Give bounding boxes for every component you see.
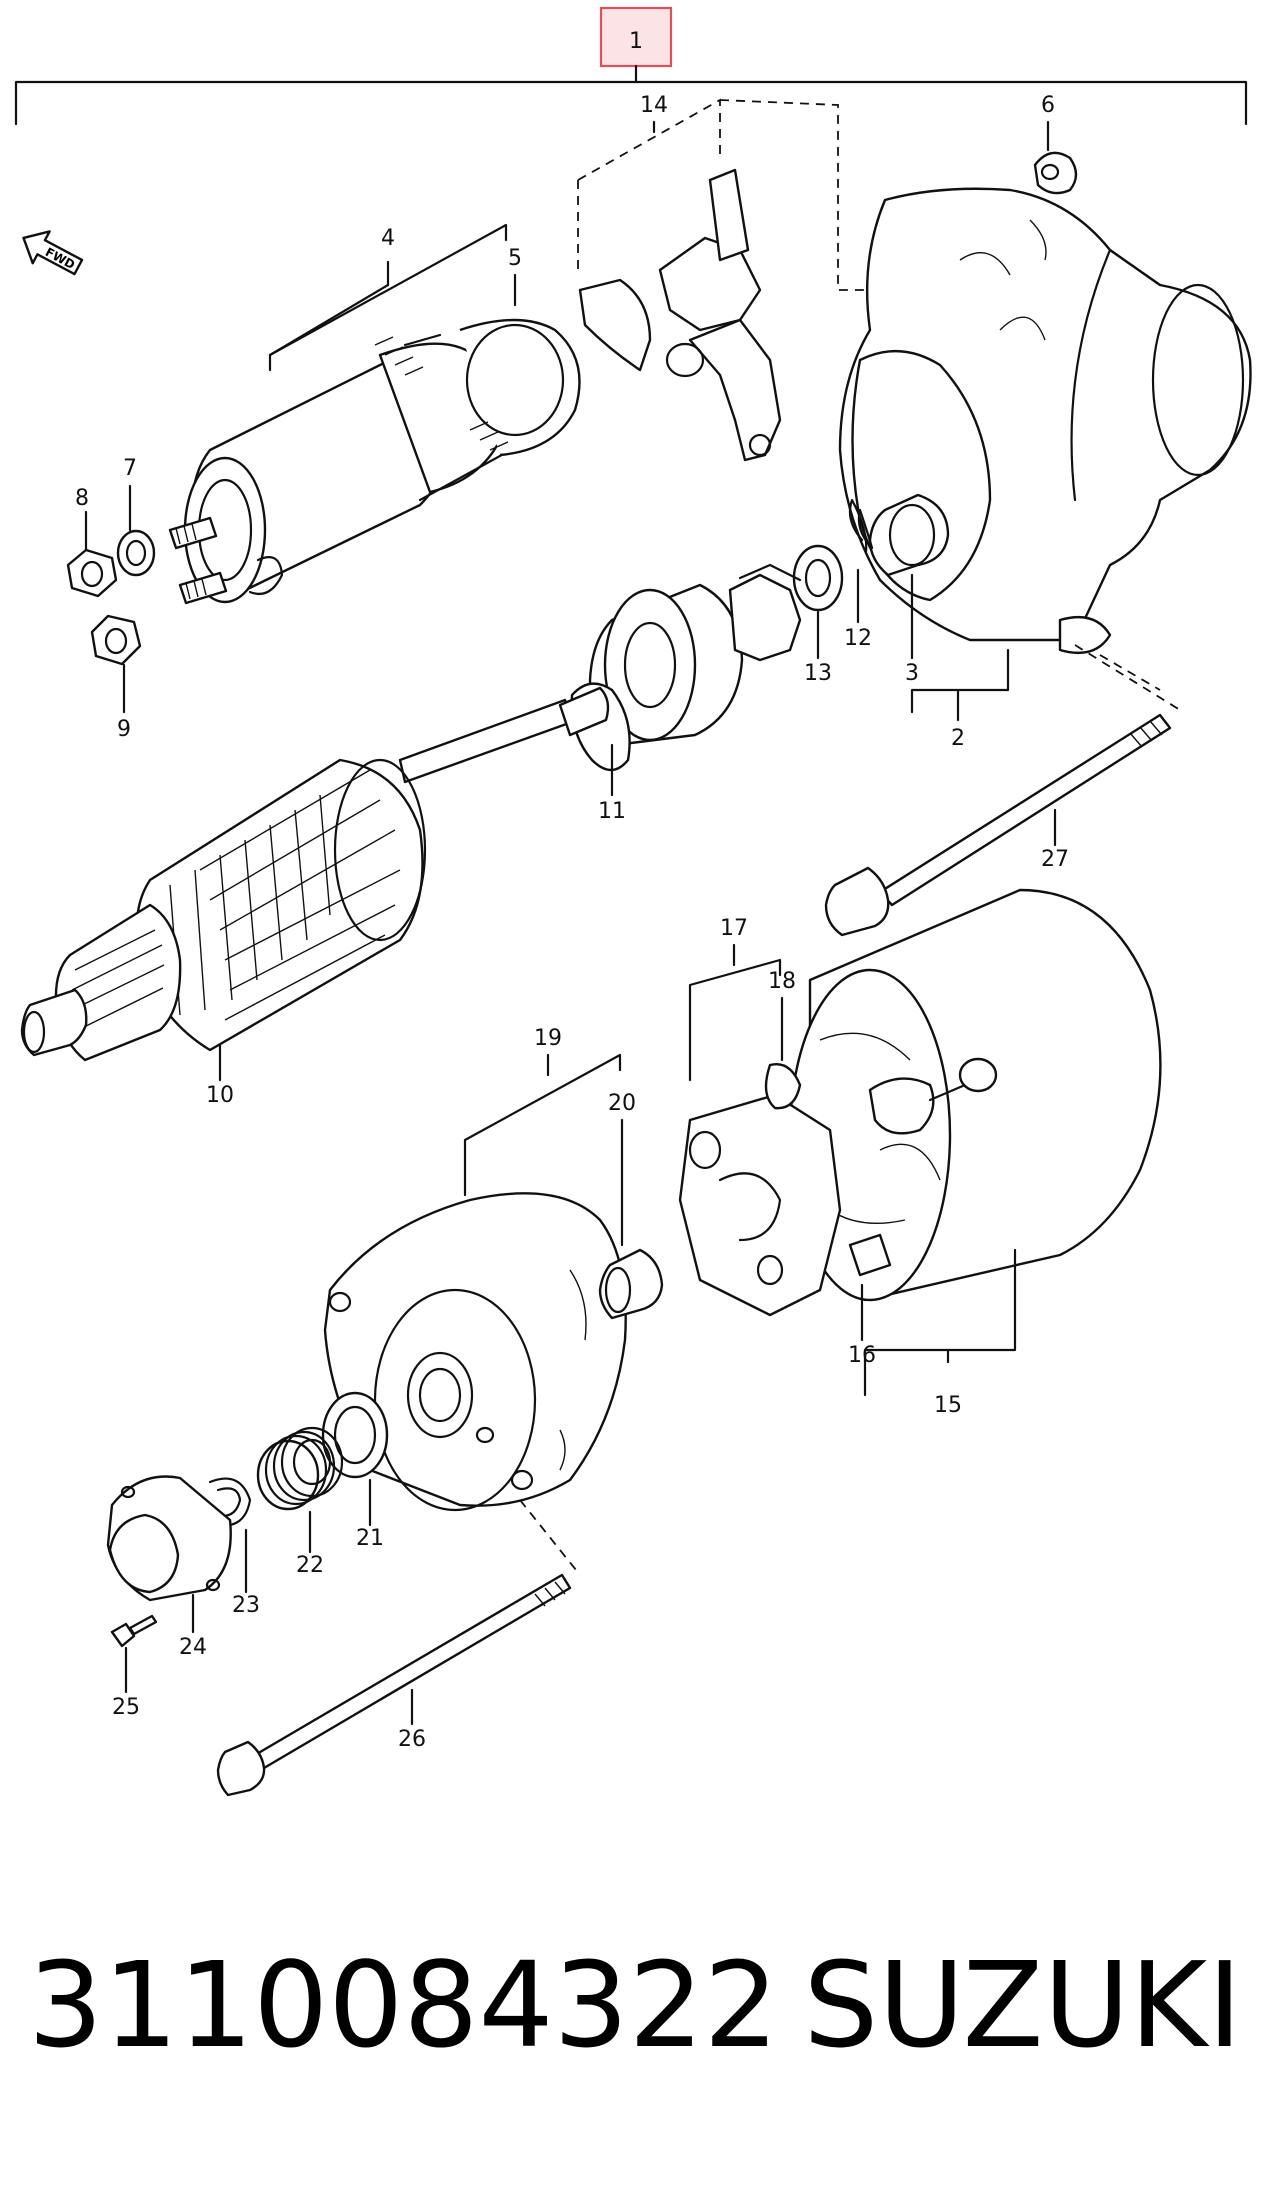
part-number-label: 3110084322 [28, 1936, 779, 2074]
spring-22 [256, 1426, 344, 1511]
callout-13[interactable]: 13 [804, 661, 832, 686]
bushing-3 [868, 493, 950, 577]
callout-12[interactable]: 12 [844, 626, 872, 651]
callout-5[interactable]: 5 [508, 246, 522, 271]
callout-11[interactable]: 11 [598, 799, 626, 824]
snap-ring-12 [848, 498, 874, 554]
callout-20[interactable]: 20 [608, 1091, 636, 1116]
callout-8[interactable]: 8 [75, 486, 89, 511]
callout-18[interactable]: 18 [768, 969, 796, 994]
through-bolt-27 [824, 713, 1172, 937]
callout-27[interactable]: 27 [1041, 847, 1069, 872]
callout-3[interactable]: 3 [905, 661, 919, 686]
part-caption: 3110084322 SUZUKI [0, 1930, 1268, 2080]
shift-lever-assembly [578, 168, 782, 462]
nut-9 [90, 614, 142, 666]
callout-2[interactable]: 2 [951, 726, 965, 751]
starter-motor-exploded-diagram: 1 FWD 4 5 8 7 9 14 [14, 6, 1252, 1797]
callout-14[interactable]: 14 [640, 93, 668, 118]
brand-label: SUZUKI [803, 1936, 1242, 2074]
callout-17[interactable]: 17 [720, 916, 748, 941]
callout-9[interactable]: 9 [117, 717, 131, 742]
callout-7[interactable]: 7 [123, 456, 137, 481]
armature [20, 686, 610, 1062]
screw-25 [110, 1614, 158, 1648]
nut-8 [66, 548, 118, 598]
callout-21[interactable]: 21 [356, 1526, 384, 1551]
end-cap-24 [106, 1475, 232, 1602]
overrunning-clutch [570, 563, 802, 772]
solenoid-switch [168, 318, 581, 605]
bushing-20 [598, 1248, 664, 1320]
front-direction-arrow-icon: FWD [22, 230, 84, 276]
washer-7 [116, 529, 156, 577]
highlight-box-part-1 [599, 6, 673, 68]
callout-23[interactable]: 23 [232, 1593, 260, 1618]
callout-10[interactable]: 10 [206, 1083, 234, 1108]
callout-24[interactable]: 24 [179, 1635, 207, 1660]
cap-6 [1033, 151, 1078, 195]
callout-1[interactable]: 1 [629, 29, 643, 54]
callout-4[interactable]: 4 [381, 226, 395, 251]
yoke-field-coil [788, 888, 1162, 1302]
assembly-bracket: 1 [14, 6, 1248, 126]
callout-15[interactable]: 15 [934, 1393, 962, 1418]
callout-22[interactable]: 22 [296, 1553, 324, 1578]
callout-16[interactable]: 16 [848, 1343, 876, 1368]
callout-26[interactable]: 26 [398, 1727, 426, 1752]
callout-25[interactable]: 25 [112, 1695, 140, 1720]
callout-6[interactable]: 6 [1041, 93, 1055, 118]
drive-housing [838, 187, 1252, 655]
brush-holder [678, 1063, 842, 1317]
washer-21 [321, 1391, 389, 1479]
through-bolt-26 [216, 1573, 572, 1797]
callout-19[interactable]: 19 [534, 1026, 562, 1051]
seal-13 [792, 544, 844, 612]
